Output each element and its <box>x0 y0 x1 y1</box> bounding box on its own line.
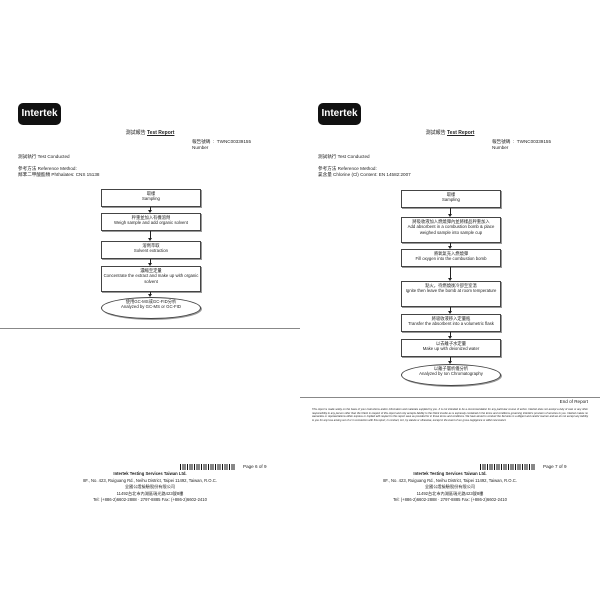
title-zh: 測試報告 <box>125 130 146 136</box>
footer: Intertek Testing Services Taiwan Ltd. 8F… <box>0 471 300 504</box>
arrow-down-icon <box>148 231 152 241</box>
end-of-report: End of Report <box>559 399 588 404</box>
footer-address-zh: 11492台北市內湖區瑞光路423號8樓 <box>416 490 484 496</box>
number-sep: : <box>212 139 215 144</box>
number-label-en: Number <box>492 145 509 150</box>
footer-address-zh: 11492台北市內湖區瑞光路423號8樓 <box>116 490 184 496</box>
number-label-en: Number <box>192 145 209 150</box>
footer-address: 8F., No. 423, Ruiguang Rd., Neihu Distri… <box>83 477 217 483</box>
flow-step-zh: 秤重並加入有機溶劑 <box>131 215 171 220</box>
footer: Intertek Testing Services Taiwan Ltd. 8F… <box>300 471 600 504</box>
barcode <box>480 464 536 470</box>
arrow-down-icon <box>448 208 452 217</box>
flow-step-zh: 點火，待燃燒後冷卻至室溫 <box>425 283 477 288</box>
flow-step-en: Transfer the absorbent into a volumetric… <box>408 321 494 327</box>
footer-address: 8F., No. 423, Ruiguang Rd., Neihu Distri… <box>383 477 517 483</box>
flow-step-zh: 將吸收液加入燃燒彈內並將樣品秤重加入 <box>412 219 490 224</box>
arrow-down-icon <box>148 292 152 297</box>
flow-step-en: Fill oxygen into the combustion bomb <box>415 256 487 262</box>
arrow-down-icon <box>448 267 452 281</box>
footer-company-zh: 全國公證檢驗股份有限公司 <box>124 484 176 489</box>
flow-step-zh: 溶劑萃取 <box>142 243 160 248</box>
reference-method-value: 鄰苯二甲酸酯類 Phthalates: CNS 15138 <box>18 172 100 177</box>
flow-step-en: Ignite then leave the bomb at room tempe… <box>405 288 497 294</box>
reference-method-value: 氯含量 Chlorine (Cl) Content: EN 14582:2007 <box>318 172 411 177</box>
report-title: 測試報告 Test Report <box>300 129 600 136</box>
divider <box>300 397 600 398</box>
footer-company: Intertek Testing Services Taiwan Ltd. <box>413 471 487 476</box>
flow-step-en: Analyzed by Ion Chromatography <box>419 371 483 377</box>
test-conducted: 測試執行 Test Conducted <box>318 154 370 159</box>
arrow-down-icon <box>448 243 452 249</box>
arrow-down-icon <box>148 259 152 266</box>
intertek-logo: Intertek <box>318 103 361 125</box>
flow-step-en: Sampling <box>142 196 160 202</box>
title-en: Test Report <box>146 130 175 136</box>
intertek-logo: Intertek <box>18 103 61 125</box>
arrow-down-icon <box>148 207 152 213</box>
page-number: Page 6 of 9 <box>243 464 267 469</box>
flow-step-zh: 以離子層析儀分析 <box>433 366 469 371</box>
disclaimer: This report is made solely on the basis … <box>312 408 588 422</box>
flow-step-en: Weigh sample and add organic solvent <box>114 220 188 226</box>
footer-phone: Tel: (+886-2)6602-2888 · 2797-8885 Fax: … <box>393 497 507 502</box>
flow-step-zh: 濃縮至定量 <box>140 268 162 273</box>
test-conducted: 測試執行 Test Conducted <box>18 154 70 159</box>
flow-step-zh: 取樣 <box>146 191 156 196</box>
title-en: Test Report <box>446 130 475 136</box>
report-page-6: Intertek 測試報告 Test Report 報告號碼 : TWNC003… <box>0 103 300 504</box>
number-sep: : <box>512 139 515 144</box>
number-label-zh: 報告號碼 <box>492 139 511 144</box>
flow-step-zh: 使用GC-MS或GC-FID分析 <box>125 299 177 304</box>
arrow-down-icon <box>448 307 452 314</box>
number-label-zh: 報告號碼 <box>192 139 211 144</box>
flow-step-en: Analyzed by GC-MS or GC-FID <box>121 304 181 310</box>
flow-step-en: Sampling <box>442 197 460 203</box>
arrow-down-icon <box>448 357 452 364</box>
report-page-7: Intertek 測試報告 Test Report 報告號碼 : TWNC003… <box>300 0 600 600</box>
barcode <box>180 464 236 470</box>
flow-step-zh: 以去離子水定量 <box>435 341 467 346</box>
flow-step-en: Make up with deionized water <box>422 346 480 352</box>
reference-method-label: 參考方法 Reference Method: <box>18 166 77 171</box>
footer-phone: Tel: (+886-2)6602-2888 · 2797-8885 Fax: … <box>93 497 207 502</box>
flow-step-zh: 將吸收液移入定量瓶 <box>431 316 471 321</box>
flow-step-en: Concentrate the extract and make up with… <box>103 273 199 284</box>
footer-company: Intertek Testing Services Taiwan Ltd. <box>113 471 187 476</box>
flow-step-zh: 取樣 <box>446 192 456 197</box>
reference-method-label: 參考方法 Reference Method: <box>318 166 377 171</box>
number-value: TWNC00339155 <box>216 139 252 144</box>
report-title: 測試報告 Test Report <box>0 129 300 136</box>
flow-step-zh: 將氧氣充入燃燒彈 <box>433 251 469 256</box>
footer-company-zh: 全國公證檢驗股份有限公司 <box>424 484 476 489</box>
divider <box>0 328 300 329</box>
arrow-down-icon <box>448 332 452 339</box>
flow-step-en: Solvent extraction <box>133 248 169 254</box>
page-number: Page 7 of 9 <box>543 464 567 469</box>
number-value: TWNC00339155 <box>516 139 552 144</box>
flow-step-en: Add absorbent in a combustion bomb & pla… <box>407 224 495 235</box>
title-zh: 測試報告 <box>425 130 446 136</box>
